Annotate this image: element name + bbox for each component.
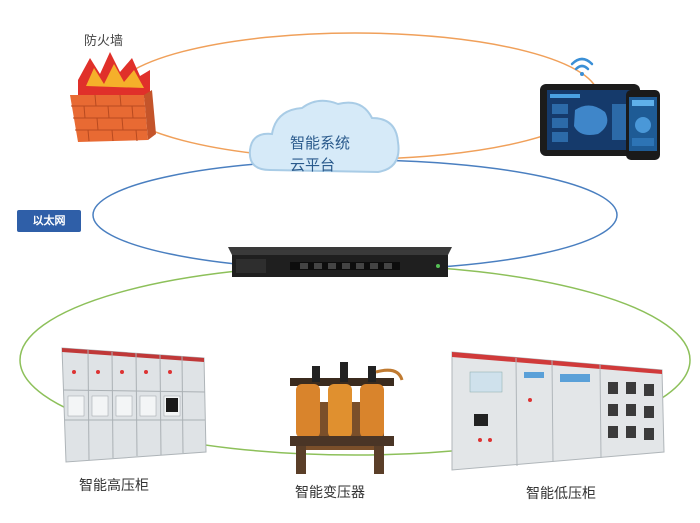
hv-cabinet-icon: [61, 347, 207, 463]
ethernet-tag: 以太网: [17, 210, 81, 232]
switch-icon: [228, 247, 452, 277]
hv-cabinet-label: 智能高压柜: [79, 478, 149, 494]
firewall-icon: [70, 52, 156, 142]
transformer-icon: [290, 362, 404, 474]
phone-icon: [626, 90, 660, 160]
lv-cabinet-icon: [451, 351, 665, 471]
cloud-label-line1: 智能系统: [290, 134, 351, 152]
cloud-platform-label: 智能系统 云平台: [290, 132, 390, 176]
firewall-label: 防火墙: [84, 34, 124, 49]
lv-cabinet-label: 智能低压柜: [526, 486, 596, 502]
cloud-icon: [248, 99, 400, 174]
tablet-icon: [540, 84, 640, 156]
wifi-icon: [570, 57, 594, 76]
transformer-label: 智能变压器: [295, 485, 365, 501]
cloud-label-line2: 云平台: [290, 156, 336, 174]
